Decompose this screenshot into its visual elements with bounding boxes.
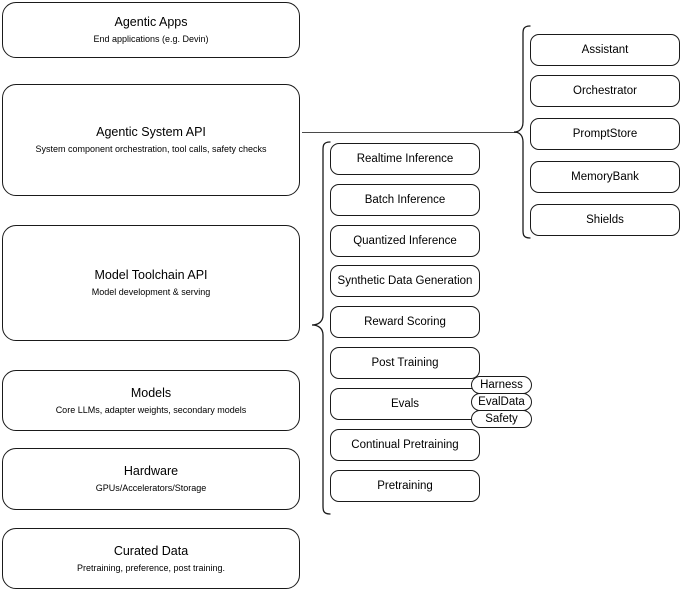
agentic-component-memorybank[interactable]: MemoryBank xyxy=(530,161,680,193)
toolchain-quantized-inference[interactable]: Quantized Inference xyxy=(330,225,480,257)
chip-label: PromptStore xyxy=(572,127,638,140)
toolchain-realtime-inference[interactable]: Realtime Inference xyxy=(330,143,480,175)
layer-subtitle: End applications (e.g. Devin) xyxy=(93,34,209,44)
layer-subtitle: Pretraining, preference, post training. xyxy=(76,562,226,573)
chip-label: Reward Scoring xyxy=(364,315,446,328)
agentic-component-shields[interactable]: Shields xyxy=(530,204,680,236)
toolchain-continual-pretraining[interactable]: Continual Pretraining xyxy=(330,429,480,461)
layer-hardware[interactable]: Hardware GPUs/Accelerators/Storage xyxy=(2,448,300,510)
brace-agentic-system-components xyxy=(512,24,532,240)
connector-agentic-system-api-to-components xyxy=(302,132,518,133)
chip-label: Evals xyxy=(390,397,420,410)
pill-label: Harness xyxy=(480,379,523,391)
toolchain-synthetic-data-generation[interactable]: Synthetic Data Generation xyxy=(330,265,480,297)
layer-agentic-apps[interactable]: Agentic Apps End applications (e.g. Devi… xyxy=(2,2,300,58)
layer-subtitle: Model development & serving xyxy=(91,287,211,297)
agentic-component-promptstore[interactable]: PromptStore xyxy=(530,118,680,150)
layer-agentic-system-api[interactable]: Agentic System API System component orch… xyxy=(2,84,300,196)
agentic-component-orchestrator[interactable]: Orchestrator xyxy=(530,75,680,107)
layer-title: Hardware xyxy=(123,464,179,478)
layer-title: Models xyxy=(130,385,172,400)
chip-label: Continual Pretraining xyxy=(351,438,459,451)
chip-label: Assistant xyxy=(581,43,629,56)
brace-model-toolchain-components xyxy=(310,140,332,518)
pill-label: EvalData xyxy=(478,396,525,408)
toolchain-reward-scoring[interactable]: Reward Scoring xyxy=(330,306,480,338)
chip-label: Synthetic Data Generation xyxy=(337,274,473,287)
layer-model-toolchain-api[interactable]: Model Toolchain API Model development & … xyxy=(2,225,300,341)
agentic-component-assistant[interactable]: Assistant xyxy=(530,34,680,66)
layer-title: Agentic System API xyxy=(96,125,206,139)
evals-subcomponent-harness[interactable]: Harness xyxy=(471,376,532,394)
chip-label: Post Training xyxy=(371,356,439,369)
layer-subtitle: GPUs/Accelerators/Storage xyxy=(95,483,207,493)
layer-title: Curated Data xyxy=(113,543,189,558)
chip-label: Batch Inference xyxy=(364,193,446,206)
layer-title: Agentic Apps xyxy=(114,15,188,29)
toolchain-pretraining[interactable]: Pretraining xyxy=(330,470,480,502)
toolchain-post-training[interactable]: Post Training xyxy=(330,347,480,379)
layer-title: Model Toolchain API xyxy=(94,268,208,282)
evals-subcomponent-evaldata[interactable]: EvalData xyxy=(471,393,532,411)
chip-label: Quantized Inference xyxy=(353,234,457,247)
layer-models[interactable]: Models Core LLMs, adapter weights, secon… xyxy=(2,370,300,431)
layer-subtitle: Core LLMs, adapter weights, secondary mo… xyxy=(55,404,247,415)
toolchain-evals[interactable]: Evals xyxy=(330,388,480,420)
layer-curated-data[interactable]: Curated Data Pretraining, preference, po… xyxy=(2,528,300,589)
layer-subtitle: System component orchestration, tool cal… xyxy=(35,144,267,154)
chip-label: Orchestrator xyxy=(573,84,637,97)
chip-label: Shields xyxy=(586,213,624,226)
evals-subcomponent-safety[interactable]: Safety xyxy=(471,410,532,428)
chip-label: Realtime Inference xyxy=(356,152,454,165)
toolchain-batch-inference[interactable]: Batch Inference xyxy=(330,184,480,216)
chip-label: MemoryBank xyxy=(571,170,639,183)
pill-label: Safety xyxy=(485,413,518,425)
chip-label: Pretraining xyxy=(377,479,433,492)
